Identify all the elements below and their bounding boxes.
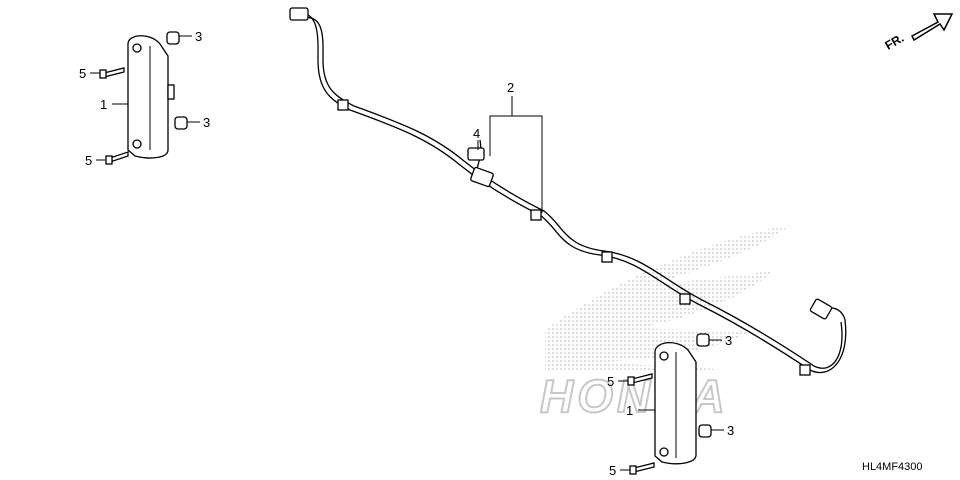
callout-5a: 5 xyxy=(79,66,100,81)
callout-4: 4 xyxy=(473,126,480,150)
callout-1a: 1 xyxy=(100,97,128,112)
callout-5b: 5 xyxy=(85,153,106,168)
svg-text:5: 5 xyxy=(79,66,86,81)
reflector-left xyxy=(127,35,175,159)
callout-3c: 3 xyxy=(709,333,732,348)
callout-3b: 3 xyxy=(187,115,210,130)
callout-1b: 1 xyxy=(626,403,655,418)
svg-text:3: 3 xyxy=(203,115,210,130)
callout-5d: 5 xyxy=(609,463,630,478)
reflector-right xyxy=(654,342,697,465)
svg-text:3: 3 xyxy=(725,333,732,348)
diagram-code: HL4MF4300 xyxy=(862,461,923,473)
callout-5c: 5 xyxy=(607,374,628,389)
wire-harness xyxy=(289,7,847,376)
svg-text:5: 5 xyxy=(85,153,92,168)
svg-text:1: 1 xyxy=(100,97,107,112)
bolt-parts xyxy=(99,67,655,475)
svg-text:3: 3 xyxy=(727,423,734,438)
forward-label: FR. xyxy=(883,31,907,53)
forward-arrow-icon xyxy=(911,13,954,42)
callout-3d: 3 xyxy=(711,423,734,438)
callout-3a: 3 xyxy=(179,29,202,44)
nut-parts xyxy=(166,31,712,438)
svg-text:5: 5 xyxy=(609,463,616,478)
svg-text:4: 4 xyxy=(473,126,480,141)
svg-text:5: 5 xyxy=(607,374,614,389)
forward-direction-indicator: FR. xyxy=(883,13,954,53)
callout-2: 2 xyxy=(489,80,543,213)
svg-text:3: 3 xyxy=(195,29,202,44)
svg-text:1: 1 xyxy=(626,403,633,418)
svg-text:2: 2 xyxy=(507,80,514,95)
